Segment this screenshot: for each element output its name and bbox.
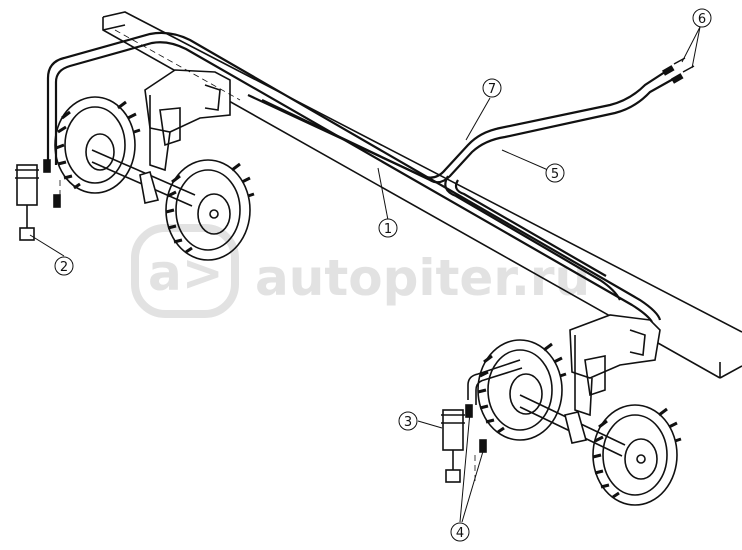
hydraulic-line-5-7 [247,69,676,301]
callout-1: 1 [378,218,398,238]
right-wheel-assembly [467,314,682,506]
watermark-logo-badge [131,224,239,318]
svg-text:7: 7 [488,82,496,97]
callout-4: 4 [450,522,470,542]
svg-text:2: 2 [60,260,68,275]
frame-beam [102,11,742,379]
callout-5: 5 [545,163,565,183]
callout-3: 3 [398,411,418,431]
callout-7: 7 [482,78,502,98]
hydraulic-line-1 [46,31,662,323]
svg-text:3: 3 [404,415,412,430]
svg-text:4: 4 [456,526,464,541]
watermark-text: autopiter.ru [255,249,590,307]
watermark: a> autopiter.ru [131,224,590,318]
couplers-6 [661,57,695,84]
svg-text:6: 6 [698,12,706,27]
left-wheel-assembly [54,69,255,261]
leader-lines [29,26,701,523]
callout-6: 6 [692,8,712,28]
watermark-logo-glyph: a> [148,244,224,302]
svg-text:1: 1 [384,222,392,237]
right-cylinder-3 [441,404,487,483]
left-cylinder-2 [15,159,61,241]
svg-text:5: 5 [551,167,559,182]
callout-2: 2 [54,256,74,276]
